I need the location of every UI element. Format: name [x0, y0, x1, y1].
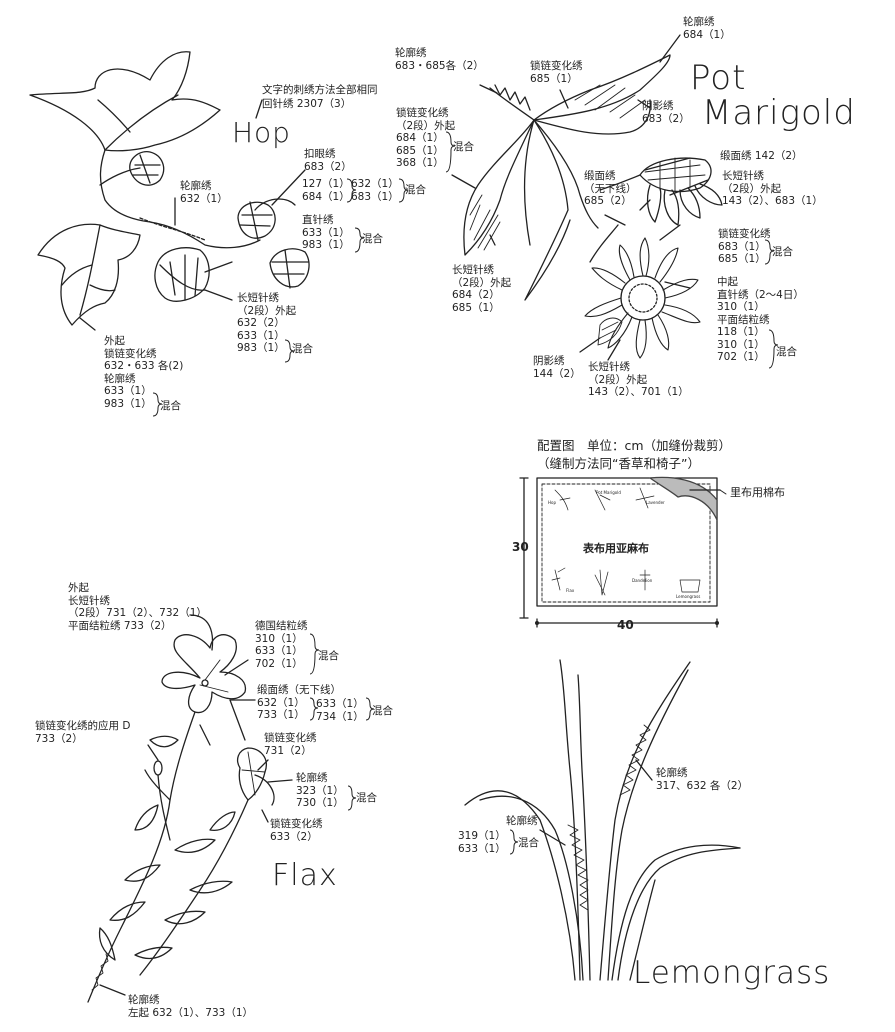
hop-note-1: 文字的刺绣方法全部相同	[262, 84, 378, 96]
marigold-outline-left: 轮廓绣 683・685各（2）	[395, 47, 484, 72]
flax-chain-var-bud: 锁链变化绣 731（2）	[264, 732, 317, 757]
hop-left-leaf-mix: 混合	[160, 400, 181, 412]
layout-mini-dandelion: Dandelion	[632, 578, 653, 583]
hop-outline-stem: 轮廓绣 632（1）	[180, 180, 228, 205]
flax-chain-app: 锁链变化绣的应用 D 733（2）	[35, 720, 131, 745]
marigold-center: 中起 直针绣（2～4日） 310（1） 平面结粒绣 118（1） 310（1） …	[717, 276, 804, 363]
hop-mix-label: 混合	[405, 184, 426, 196]
marigold-longshort-bottom: 长短针绣 （2段）外起 143（2）、701（1）	[588, 361, 689, 398]
layout-mini-flax: Flax	[566, 588, 575, 593]
flax-french-knot-mix: 混合	[318, 650, 339, 662]
hop-longshort: 长短针绣 （2段）外起 632（2） 633（1） 983（1）	[237, 292, 297, 354]
marigold-chain-var-right-mix: 混合	[772, 246, 793, 258]
hop-longshort-mix: 混合	[292, 343, 313, 355]
hop-note-2: 回针绣 2307（3）	[262, 98, 352, 110]
flax-satin-b: 633（1） 734（1）	[316, 698, 364, 723]
lemongrass-outline-left-title: 轮廓绣	[506, 815, 538, 827]
hop-title: Hop	[232, 116, 291, 149]
flax-outline-stem: 轮廓绣 左起 632（1）、733（1）	[128, 994, 254, 1019]
marigold-drawing	[463, 54, 723, 359]
layout-title-2: （缝制方法同“香草和椅子”）	[537, 456, 700, 471]
layout-mini-marigold: Pot Marigold	[596, 490, 621, 495]
marigold-chain-var-top: 锁链变化绣 685（1）	[530, 60, 583, 85]
flax-title: Flax	[272, 858, 338, 893]
marigold-title-1: Pot	[690, 58, 747, 98]
layout-title-1: 配置图 单位：cm（加缝份裁剪）	[537, 438, 732, 453]
lemongrass-drawing	[464, 659, 741, 981]
lemongrass-outline-right: 轮廓绣 317、632 各（2）	[656, 767, 749, 792]
marigold-shadow-bottom: 阴影绣 144（2）	[533, 355, 581, 380]
layout-diagram	[519, 476, 721, 628]
flax-satin-mix: 混合	[372, 705, 393, 717]
flax-satin: 缎面绣（无下线） 632（1） 733（1）	[257, 684, 341, 721]
hop-mix-127: 127（1） 684（1）	[302, 178, 350, 203]
marigold-satin-top: 缎面绣 142（2）	[720, 150, 803, 162]
flax-petal-label: 外起 长短针绣 （2段）731（2）、732（1） 平面结粒绣 733（2）	[68, 582, 207, 632]
marigold-center-mix: 混合	[776, 346, 797, 358]
layout-outer-label: 表布用亚麻布	[583, 542, 649, 555]
marigold-longshort-right: 长短针绣 （2段）外起 143（2）、683（1）	[722, 170, 823, 207]
hop-straight-stitch: 直针绣 633（1） 983（1）	[302, 214, 350, 251]
flax-drawing	[87, 634, 275, 1003]
marigold-chain-var-left: 锁链变化绣 （2段）外起 684（1） 685（1） 368（1）	[396, 107, 456, 169]
lemongrass-outline-left-mix: 混合	[518, 837, 539, 849]
marigold-shadow-top: 阴影绣 683（2）	[642, 100, 690, 125]
flax-outline-bud: 轮廓绣 323（1） 730（1）	[296, 772, 344, 809]
marigold-longshort-left: 长短针绣 （2段）外起 684（2） 685（1）	[452, 264, 512, 314]
hop-straight-mix: 混合	[362, 233, 383, 245]
hop-buttonhole-label: 扣眼绣 683（2）	[304, 148, 352, 173]
marigold-chain-var-left-mix: 混合	[453, 141, 474, 153]
lemongrass-title: Lemongrass	[633, 955, 831, 991]
layout-width: 40	[617, 618, 634, 632]
flax-outline-bud-mix: 混合	[356, 792, 377, 804]
marigold-outline-top: 轮廓绣 684（1）	[683, 16, 731, 41]
marigold-satin-nounder: 缎面绣 （无下线） 685（2）	[584, 170, 637, 207]
layout-mini-lemongrass: Lemongrass	[676, 594, 701, 599]
layout-lining-label: 里布用棉布	[730, 486, 785, 499]
layout-mini-hop: Hop	[548, 500, 556, 505]
layout-mini-lavender: Lavender	[646, 500, 665, 505]
hop-mix-632: 632（1） 683（1）	[351, 178, 399, 203]
flax-chain-var-calyx: 锁链变化绣 633（2）	[270, 818, 323, 843]
hop-vine-drawing	[29, 51, 310, 326]
flax-french-knot: 德国结粒绣 310（1） 633（1） 702（1）	[255, 620, 308, 670]
marigold-title-2: Marigold	[702, 93, 856, 133]
lemongrass-outline-left: 319（1） 633（1）	[458, 830, 506, 855]
layout-height: 30	[512, 540, 529, 554]
marigold-chain-var-right: 锁链变化绣 683（1） 685（1）	[718, 228, 771, 265]
hop-left-leaf: 外起 锁链变化绣 632・633 各(2) 轮廓绣 633（1） 983（1）	[104, 335, 184, 410]
